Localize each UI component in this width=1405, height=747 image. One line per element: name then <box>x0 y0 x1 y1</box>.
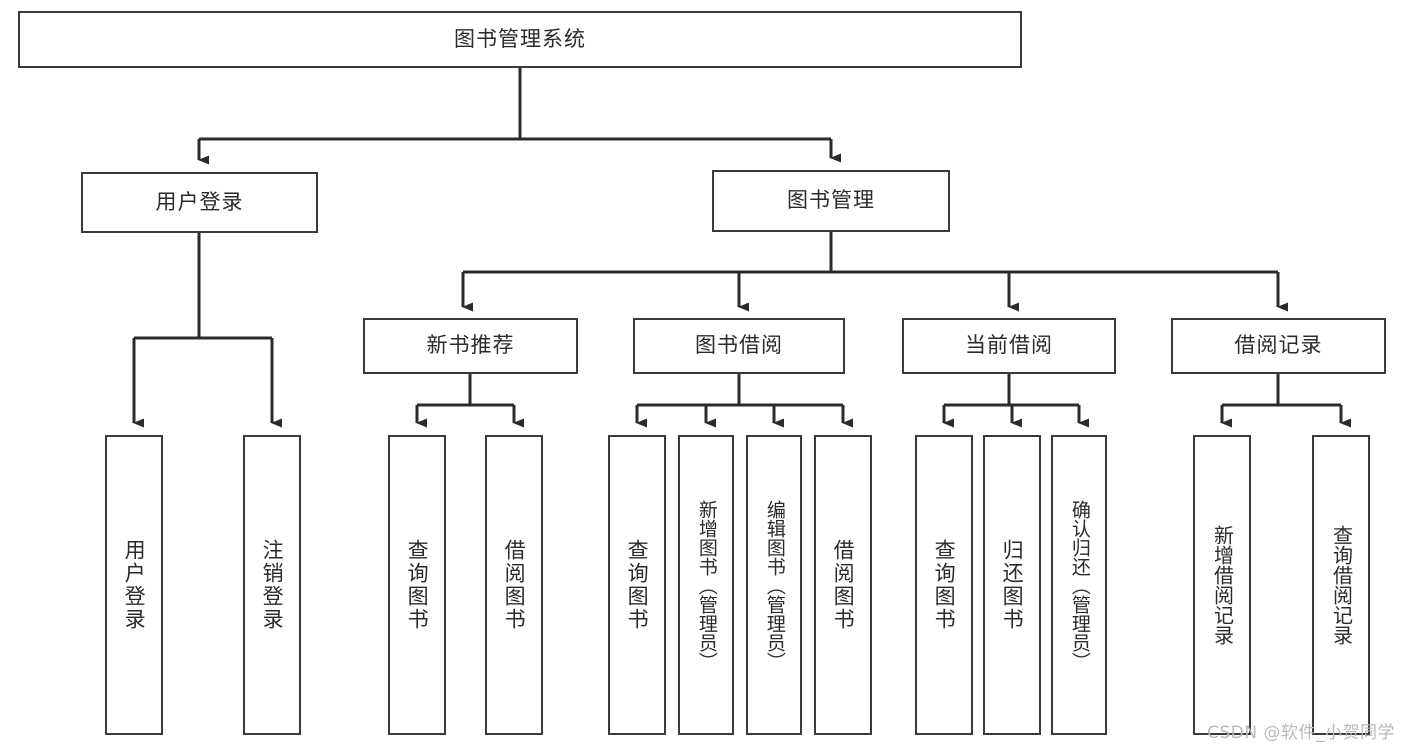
node-book-borrow-label: 图书借阅 <box>695 333 783 358</box>
node-new-book-recommend-label: 新书推荐 <box>426 333 515 358</box>
node-current-borrow[interactable]: 当前借阅 <box>902 318 1116 374</box>
node-user-login[interactable]: 用户登录 <box>81 172 318 233</box>
node-user-login-label: 用户登录 <box>155 189 244 214</box>
node-current-borrow-label: 当前借阅 <box>965 333 1053 358</box>
leaf-logout[interactable]: 注销登录 <box>243 435 301 735</box>
leaf-borrow-book-label: 借阅图书 <box>831 539 856 631</box>
leaf-return-book[interactable]: 归还图书 <box>983 435 1041 735</box>
leaf-query-book-current-label: 查询图书 <box>932 539 957 631</box>
leaf-edit-book-admin-label: 编辑图书（管理员） <box>763 499 786 671</box>
leaf-query-borrow-record-label: 查询借阅记录 <box>1329 525 1354 645</box>
node-book-borrow[interactable]: 图书借阅 <box>633 318 845 374</box>
leaf-add-book-admin-label: 新增图书（管理员） <box>695 499 718 671</box>
leaf-logout-label: 注销登录 <box>260 539 285 631</box>
leaf-borrow-book-recommend-label: 借阅图书 <box>502 539 527 631</box>
leaf-user-login-label: 用户登录 <box>122 539 147 631</box>
leaf-query-borrow-record[interactable]: 查询借阅记录 <box>1312 435 1370 735</box>
node-book-management[interactable]: 图书管理 <box>712 170 950 232</box>
leaf-query-book-borrow[interactable]: 查询图书 <box>608 435 666 735</box>
node-new-book-recommend[interactable]: 新书推荐 <box>363 318 578 374</box>
node-book-management-label: 图书管理 <box>787 188 875 213</box>
leaf-edit-book-admin[interactable]: 编辑图书（管理员） <box>746 435 802 735</box>
csdn-watermark: CSDN @软件_小贺同学 <box>1207 723 1395 743</box>
leaf-add-borrow-record[interactable]: 新增借阅记录 <box>1193 435 1251 735</box>
leaf-add-book-admin[interactable]: 新增图书（管理员） <box>678 435 734 735</box>
leaf-add-borrow-record-label: 新增借阅记录 <box>1210 525 1235 645</box>
leaf-query-book-borrow-label: 查询图书 <box>625 539 650 631</box>
leaf-confirm-return-admin-label: 确认归还（管理员） <box>1068 499 1091 671</box>
leaf-query-book-current[interactable]: 查询图书 <box>915 435 973 735</box>
leaf-query-book-recommend-label: 查询图书 <box>405 539 430 631</box>
leaf-return-book-label: 归还图书 <box>1000 539 1025 631</box>
node-root[interactable]: 图书管理系统 <box>18 11 1022 68</box>
node-borrow-records-label: 借阅记录 <box>1234 333 1323 358</box>
leaf-confirm-return-admin[interactable]: 确认归还（管理员） <box>1051 435 1107 735</box>
leaf-borrow-book[interactable]: 借阅图书 <box>814 435 872 735</box>
node-root-label: 图书管理系统 <box>454 26 586 51</box>
node-borrow-records[interactable]: 借阅记录 <box>1171 318 1386 374</box>
leaf-user-login[interactable]: 用户登录 <box>105 435 163 735</box>
leaf-query-book-recommend[interactable]: 查询图书 <box>388 435 446 735</box>
leaf-borrow-book-recommend[interactable]: 借阅图书 <box>485 435 543 735</box>
